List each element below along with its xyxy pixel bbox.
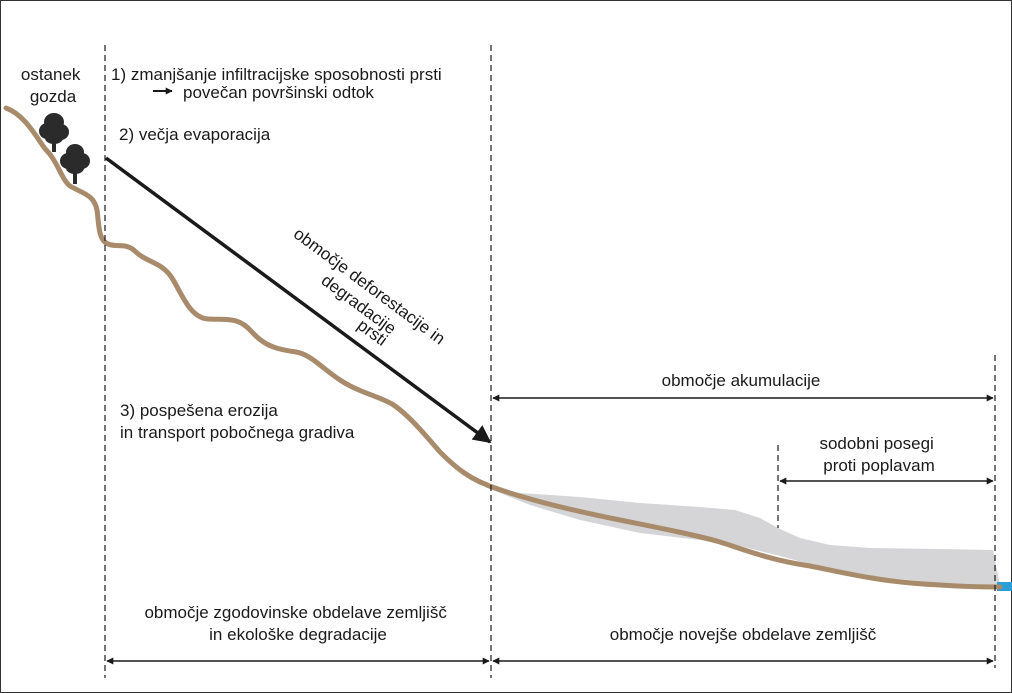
point2-label: 2) večja evaporacija: [119, 125, 271, 144]
point1-label: 1) zmanjšanje infiltracijske sposobnosti…: [111, 65, 442, 84]
accumulation-zone-label: območje akumulacije: [662, 371, 821, 390]
point1-subtext: povečan površinski odtok: [183, 83, 374, 102]
recent-cultivation-label: območje novejše obdelave zemljišč: [610, 625, 877, 644]
deforestation-zone-label: območje deforestacije in degradacije: [278, 224, 453, 368]
slope-profile: [3, 105, 1003, 590]
forest-remnant-label: ostanek gozda: [21, 65, 85, 106]
deforestation-arrow: [104, 156, 492, 444]
sediment-accumulation-area: [485, 487, 1000, 585]
flood-measures-label: sodobni posegi proti poplavam: [819, 434, 938, 475]
tree-icon: [39, 113, 69, 152]
tree-icon: [60, 144, 90, 184]
historic-cultivation-label: območje zgodovinske obdelave zemljišč in…: [144, 603, 451, 644]
water-outlet: [997, 582, 1012, 591]
point3-label: 3) pospešena erozija in transport pobočn…: [120, 401, 355, 442]
